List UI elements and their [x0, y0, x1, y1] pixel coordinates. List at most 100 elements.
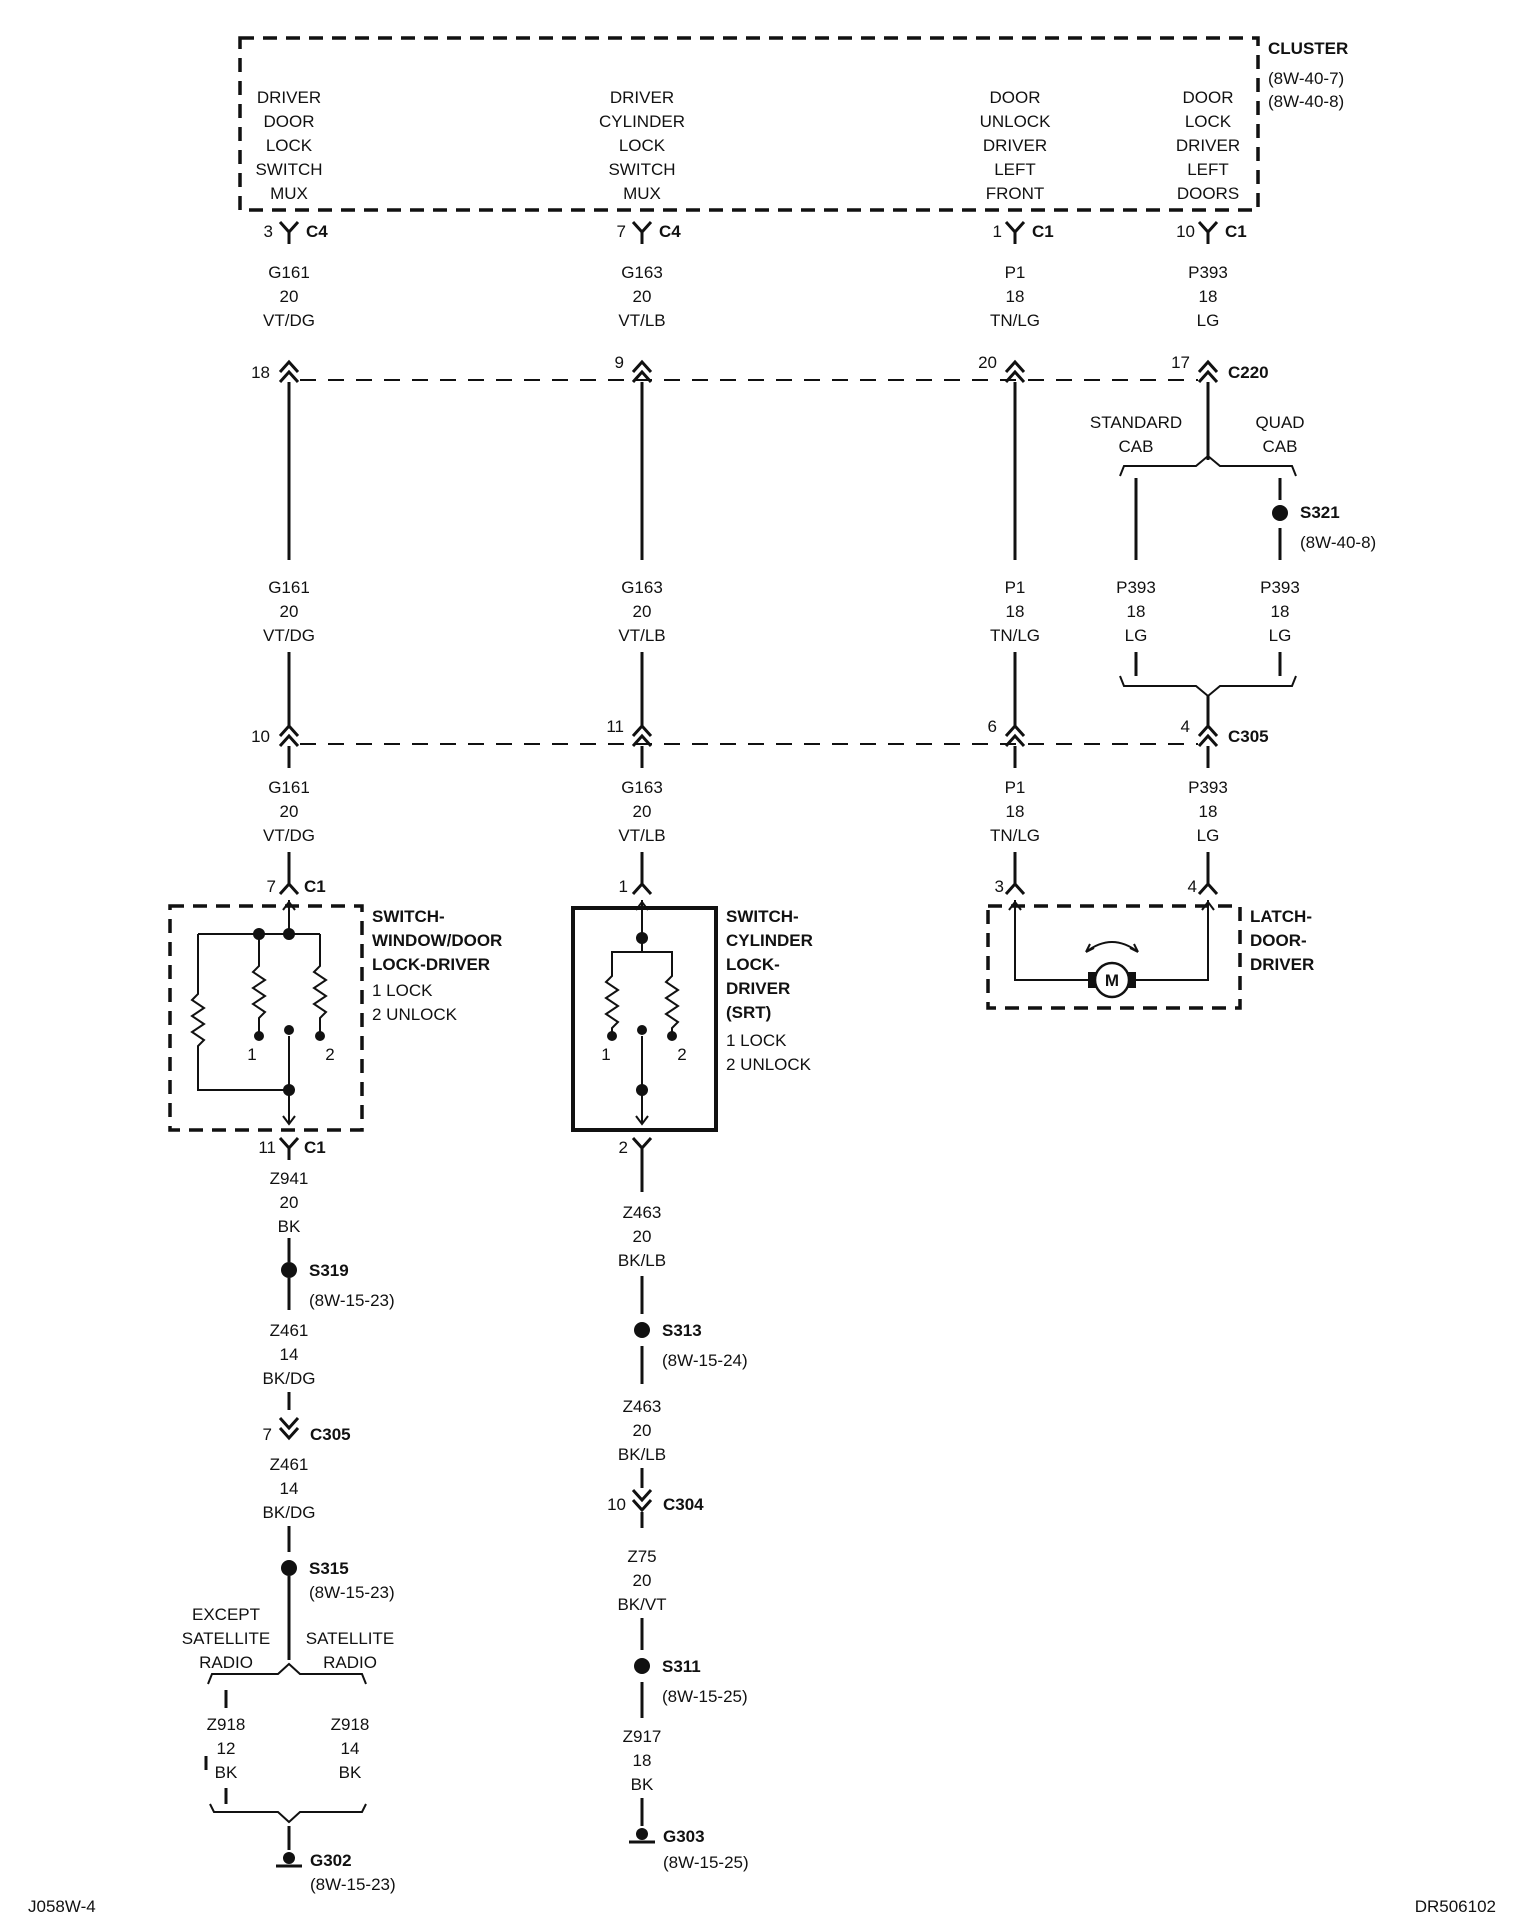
mid-chain-z917: Z917 18 BK: [623, 1682, 662, 1826]
cluster-col2-line4: SWITCH: [608, 160, 675, 179]
svg-text:SATELLITE: SATELLITE: [182, 1629, 271, 1648]
cab-right-line1: QUAD: [1255, 413, 1304, 432]
wire-top-3-id: P1: [1005, 263, 1026, 282]
wire-low-3-id: P1: [1005, 778, 1026, 797]
s311-ref: (8W-15-25): [662, 1687, 748, 1706]
cluster-col1-line5: MUX: [270, 184, 308, 203]
svg-text:20: 20: [633, 1571, 652, 1590]
wire-top-1-color: VT/DG: [263, 311, 315, 330]
wire-top-4-gauge: 18: [1199, 287, 1218, 306]
svg-text:10: 10: [607, 1495, 626, 1514]
svg-text:14: 14: [280, 1479, 299, 1498]
wire-mid-2-color: VT/LB: [618, 626, 665, 645]
svg-text:3: 3: [995, 877, 1004, 896]
cluster-col2-line1: DRIVER: [610, 88, 674, 107]
cluster-col1-line1: DRIVER: [257, 88, 321, 107]
svg-text:20: 20: [978, 353, 997, 372]
svg-text:11: 11: [606, 717, 624, 736]
wire-top-1-gauge: 20: [280, 287, 299, 306]
mid-chain-z463-a: Z463 20 BK/LB: [618, 1160, 666, 1314]
svg-text:C4: C4: [306, 222, 328, 241]
wire-low-4-gauge: 18: [1199, 802, 1218, 821]
svg-text:BK/DG: BK/DG: [263, 1503, 316, 1522]
wire-top-2-id: G163: [621, 263, 663, 282]
sw1-title-2: WINDOW/DOOR: [372, 931, 502, 950]
wire-top-3-color: TN/LG: [990, 311, 1040, 330]
s315-ref: (8W-15-23): [309, 1583, 395, 1602]
wire-top-4-id: P393: [1188, 263, 1228, 282]
c305-pins: 10 11 6 4 C305: [251, 717, 1269, 748]
svg-text:7: 7: [263, 1425, 272, 1444]
cluster-col4-line3: DRIVER: [1176, 136, 1240, 155]
motor-symbol: M: [1105, 971, 1119, 990]
c305-left-pin: 7 C305: [263, 1416, 351, 1444]
svg-text:11: 11: [258, 1138, 276, 1157]
left-chain-z461-b: Z461 14 BK/DG: [263, 1455, 316, 1552]
svg-text:C1: C1: [304, 1138, 326, 1157]
svg-text:SATELLITE: SATELLITE: [306, 1629, 395, 1648]
svg-text:1: 1: [247, 1045, 256, 1064]
cluster-label: CLUSTER: [1268, 39, 1348, 58]
wire-mid-1-color: VT/DG: [263, 626, 315, 645]
left-chain-z461-a: Z461 14 BK/DG: [263, 1278, 315, 1410]
svg-text:Z461: Z461: [270, 1321, 309, 1340]
svg-text:Z463: Z463: [623, 1397, 662, 1416]
pin-top-2: 7 C4: [617, 220, 681, 244]
g303-label: G303: [663, 1827, 705, 1846]
s313-ref: (8W-15-24): [662, 1351, 748, 1370]
latch-title-3: DRIVER: [1250, 955, 1314, 974]
svg-text:C1: C1: [1032, 222, 1054, 241]
wire-low-2-gauge: 20: [633, 802, 652, 821]
sw2-title-4: DRIVER: [726, 979, 790, 998]
svg-text:Z941: Z941: [270, 1169, 309, 1188]
svg-text:Z917: Z917: [623, 1727, 662, 1746]
svg-text:C305: C305: [1228, 727, 1269, 746]
svg-text:C1: C1: [304, 877, 326, 896]
wire-z918-12-lower: [204, 1756, 228, 1804]
satellite-split-bracket: [207, 1662, 367, 1685]
cluster-col4-line1: DOOR: [1183, 88, 1234, 107]
svg-text:C220: C220: [1228, 363, 1269, 382]
latch-title-1: LATCH-: [1250, 907, 1312, 926]
svg-text:2: 2: [677, 1045, 686, 1064]
wire-top-1-id: G161: [268, 263, 310, 282]
mid-chain-z75: Z75 20 BK/VT: [617, 1512, 667, 1650]
c220-pins: 18 9 20 17 C220: [251, 353, 1269, 384]
svg-text:10: 10: [251, 727, 270, 746]
ground-merge-bracket: [209, 1803, 367, 1824]
svg-text:6: 6: [988, 717, 997, 736]
cluster-col2-line5: MUX: [623, 184, 661, 203]
s319-ref: (8W-15-23): [309, 1291, 395, 1310]
switch-cylinder-lock: 1 1 2 2: [571, 872, 718, 1160]
s321-ref: (8W-40-8): [1300, 533, 1376, 552]
c304-pin: 10 C304: [607, 1488, 704, 1514]
svg-text:RADIO: RADIO: [323, 1653, 377, 1672]
wire-mid-3-id: P1: [1005, 578, 1026, 597]
svg-text:BK: BK: [339, 1763, 362, 1782]
sw2-title-1: SWITCH-: [726, 907, 799, 926]
svg-text:10: 10: [1176, 222, 1195, 241]
splice-s321: [1272, 505, 1288, 521]
pin-top-1: 3 C4: [264, 220, 328, 244]
wire-mid-3-color: TN/LG: [990, 626, 1040, 645]
g303-ref: (8W-15-25): [663, 1853, 749, 1872]
svg-text:Z461: Z461: [270, 1455, 309, 1474]
cab-split-bracket-bottom: [1119, 675, 1297, 698]
wire-mid-4-gauge: 18: [1127, 602, 1146, 621]
cluster-col4-line2: LOCK: [1185, 112, 1232, 131]
wire-mid-4-color: LG: [1125, 626, 1148, 645]
s319-label: S319: [309, 1261, 349, 1280]
svg-text:17: 17: [1171, 353, 1190, 372]
cluster-ref-1: (8W-40-7): [1268, 69, 1344, 88]
s313-label: S313: [662, 1321, 702, 1340]
sw1-title-3: LOCK-DRIVER: [372, 955, 490, 974]
wire-low-1-gauge: 20: [280, 802, 299, 821]
s311-label: S311: [662, 1657, 701, 1676]
ground-g303: [629, 1828, 655, 1844]
cluster-col1-line4: SWITCH: [255, 160, 322, 179]
svg-text:14: 14: [341, 1739, 360, 1758]
mid-chain-z463-b: Z463 20 BK/LB: [618, 1346, 666, 1488]
svg-text:C1: C1: [1225, 222, 1247, 241]
svg-text:C304: C304: [663, 1495, 704, 1514]
cluster-col3-line1: DOOR: [990, 88, 1041, 107]
